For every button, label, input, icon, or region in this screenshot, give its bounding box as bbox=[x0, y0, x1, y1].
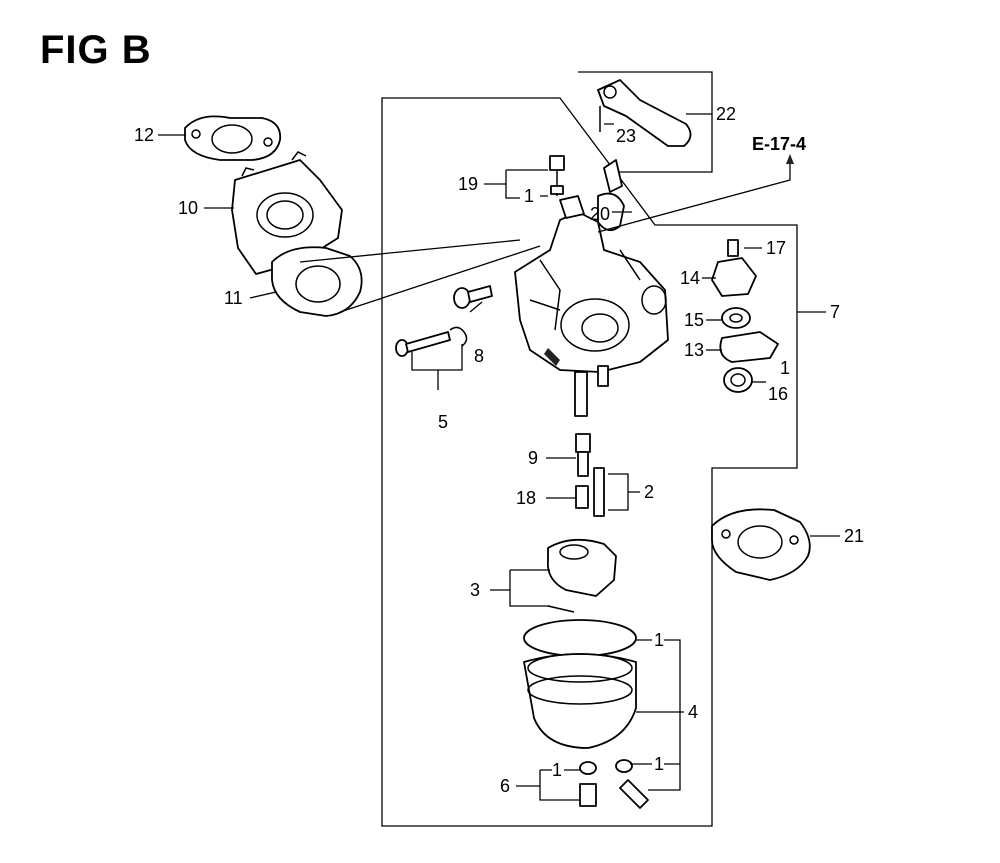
reference-code: E-17-4 bbox=[752, 134, 806, 154]
label-1-chamber-top: 1 bbox=[654, 630, 664, 650]
callout-labels: 12 10 11 19 1 20 8 5 22 23 E-17-4 17 14 … bbox=[134, 104, 864, 796]
float-chamber-4 bbox=[523, 619, 637, 749]
label-3: 3 bbox=[470, 580, 480, 600]
drain-bolt-6 bbox=[579, 761, 597, 807]
assembly-boundary bbox=[381, 97, 798, 827]
label-1-chamber-bottom: 1 bbox=[654, 754, 664, 774]
label-9: 9 bbox=[528, 448, 538, 468]
label-10: 10 bbox=[178, 198, 198, 218]
gasket-21 bbox=[711, 508, 811, 581]
label-11: 11 bbox=[224, 288, 243, 308]
label-1-drain: 1 bbox=[552, 760, 562, 780]
spring-parts-7 bbox=[711, 239, 779, 393]
label-7: 7 bbox=[830, 302, 840, 322]
main-jet-9 bbox=[575, 433, 591, 477]
label-15: 15 bbox=[684, 310, 704, 330]
choke-lever-22 bbox=[597, 79, 692, 147]
carburetor-body bbox=[514, 159, 669, 417]
label-12: 12 bbox=[134, 125, 154, 145]
label-18: 18 bbox=[516, 488, 536, 508]
label-5: 5 bbox=[438, 412, 448, 432]
label-17: 17 bbox=[766, 238, 786, 258]
label-20: 20 bbox=[590, 204, 610, 224]
label-22: 22 bbox=[716, 104, 736, 124]
label-2: 2 bbox=[644, 482, 654, 502]
nozzle-18 bbox=[575, 485, 589, 509]
pilot-screw-5 bbox=[395, 326, 468, 357]
leader-lines bbox=[158, 113, 840, 801]
drain-screw bbox=[615, 759, 649, 809]
gasket-12 bbox=[184, 115, 282, 161]
label-14: 14 bbox=[680, 268, 700, 288]
jet-2 bbox=[593, 467, 605, 517]
figure-title: FIG B bbox=[40, 28, 152, 72]
label-6: 6 bbox=[500, 776, 510, 796]
label-1-spring: 1 bbox=[780, 358, 790, 378]
label-13: 13 bbox=[684, 340, 704, 360]
label-4: 4 bbox=[688, 702, 698, 722]
gasket-11 bbox=[271, 246, 363, 317]
label-19: 19 bbox=[458, 174, 478, 194]
float-3 bbox=[546, 538, 617, 613]
label-8: 8 bbox=[474, 346, 484, 366]
choke-group-box bbox=[578, 71, 713, 173]
screw-8 bbox=[453, 285, 493, 309]
screw-19 bbox=[549, 155, 565, 196]
label-21: 21 bbox=[844, 526, 864, 546]
label-16: 16 bbox=[768, 384, 788, 404]
label-23: 23 bbox=[616, 126, 636, 146]
label-1-screw: 1 bbox=[524, 186, 534, 206]
leader-11-line bbox=[339, 245, 541, 313]
leader-10-line bbox=[299, 239, 521, 263]
